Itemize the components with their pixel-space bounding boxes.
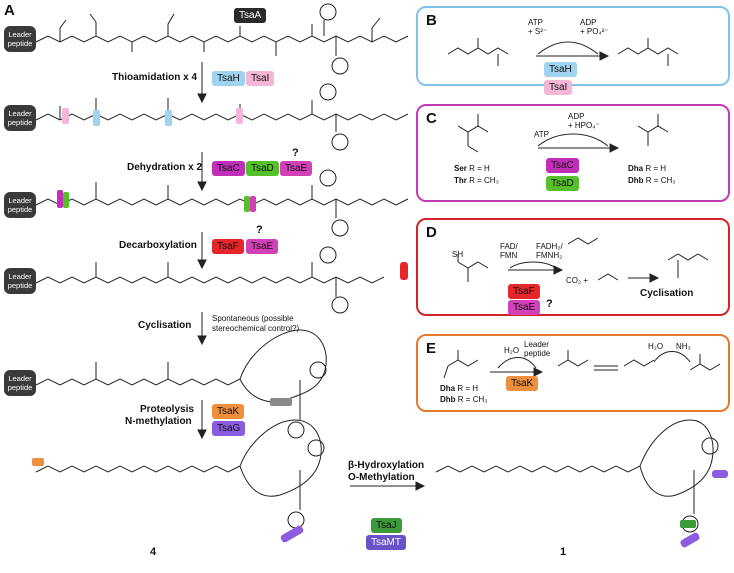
enzyme-tsak-b: TsaK bbox=[506, 376, 539, 391]
enzyme-tsai-b: TsaI bbox=[544, 80, 573, 95]
step-decarboxylation: Decarboxylation bbox=[119, 240, 197, 251]
panel-label-d: D bbox=[426, 224, 437, 241]
enzyme-tsac-b: TsaC bbox=[546, 158, 579, 173]
enzyme-tsamt: TsaMT bbox=[366, 535, 406, 550]
peptide-backbone-5 bbox=[35, 378, 241, 386]
panel-d-fadh: FADH₂/ FMNH₂ bbox=[536, 242, 563, 260]
panel-e-h2o: H₂O bbox=[504, 346, 520, 355]
step-thioamidation: Thioamidation x 4 bbox=[112, 72, 198, 83]
panel-e-reaction bbox=[443, 350, 721, 379]
question-mark-1: ? bbox=[292, 147, 299, 159]
panel-d-fad: FAD/ FMN bbox=[500, 242, 518, 260]
panel-c-reaction bbox=[457, 114, 669, 153]
step-dehydration: Dehydration x 2 bbox=[127, 162, 203, 173]
panel-c: C ATP ADP + HPO₄⁻ Ser R = H Thr R = CH₃ … bbox=[416, 104, 730, 202]
enzyme-tsac-a: TsaC bbox=[212, 161, 245, 176]
panel-label-b: B bbox=[426, 12, 437, 29]
panel-d-reaction bbox=[457, 237, 709, 283]
peptide-backbone-1 bbox=[35, 35, 409, 43]
step-n-methylation: N-methylation bbox=[125, 416, 192, 427]
enzyme-tsah-a: TsaH bbox=[212, 71, 245, 86]
enzyme-tsae-c: TsaE bbox=[508, 300, 541, 315]
panel-c-dha: Dha R = H bbox=[628, 164, 667, 173]
panel-label-a: A bbox=[4, 2, 15, 19]
panel-e-dhb: Dhb R = CH₃ bbox=[440, 395, 488, 404]
panel-e-nh3: NH₃ bbox=[676, 342, 691, 351]
panel-c-thr: Thr R = CH₃ bbox=[454, 176, 499, 185]
peptide-backbone-4 bbox=[35, 276, 385, 284]
panel-e-leader: Leader peptide bbox=[524, 340, 551, 358]
enzyme-tsad-a: TsaD bbox=[246, 161, 279, 176]
peptide-backbone-6 bbox=[35, 465, 241, 473]
cyclisation-note-2: stereochemical control?) bbox=[212, 324, 300, 333]
enzyme-tsaf-a: TsaF bbox=[212, 239, 244, 254]
panel-b-reaction bbox=[447, 38, 679, 66]
enzyme-tsak-a: TsaK bbox=[212, 404, 245, 419]
panel-c-ser: Ser R = H bbox=[454, 164, 490, 173]
enzyme-tsaa: TsaA bbox=[234, 8, 267, 23]
peptide-backbone-2 bbox=[35, 113, 409, 121]
step-o-methylation: O-Methylation bbox=[348, 472, 415, 483]
panel-c-atp: ATP bbox=[534, 130, 549, 139]
panel-c-dhb: Dhb R = CH₃ bbox=[628, 176, 676, 185]
panel-c-products: ADP + HPO₄⁻ bbox=[568, 112, 600, 130]
question-mark-3: ? bbox=[546, 298, 553, 310]
compound-1-label: 1 bbox=[560, 546, 567, 558]
cyclisation-note-1: Spontaneous (possible bbox=[212, 314, 294, 323]
step-hydroxylation: β-Hydroxylation bbox=[348, 460, 425, 471]
peptide-backbone-3 bbox=[35, 198, 409, 206]
step-cyclisation: Cyclisation bbox=[138, 320, 192, 331]
step-proteolysis: Proteolysis bbox=[140, 404, 194, 415]
panel-b-products: ADP + PO₄²⁻ bbox=[580, 18, 609, 36]
panel-e-dha: Dha R = H bbox=[440, 384, 479, 393]
panel-b: B ATP + S²⁻ ADP + PO₄²⁻ TsaH TsaI bbox=[416, 6, 730, 95]
panel-d: D SH FAD/ FMN FADH₂/ FMNH₂ CO₂ + TsaF Ts… bbox=[416, 218, 730, 316]
enzyme-tsad-b: TsaD bbox=[546, 176, 579, 191]
panel-e-h2o-2: H₂O bbox=[648, 342, 664, 351]
enzyme-tsae-b: TsaE bbox=[246, 239, 279, 254]
panel-label-e: E bbox=[426, 340, 437, 357]
panel-label-c: C bbox=[426, 110, 437, 127]
question-mark-2: ? bbox=[256, 224, 263, 236]
peptide-backbone-7 bbox=[435, 465, 641, 473]
enzyme-tsag: TsaG bbox=[212, 421, 246, 436]
enzyme-tsai-a: TsaI bbox=[246, 71, 275, 86]
panel-d-cyclisation: Cyclisation bbox=[640, 288, 694, 299]
compound-4-label: 4 bbox=[150, 546, 157, 558]
panel-d-co2: CO₂ + bbox=[566, 276, 588, 285]
panel-e: E H₂O Leader peptide H₂O NH₃ TsaK Dha R … bbox=[416, 334, 730, 412]
enzyme-tsae-a: TsaE bbox=[280, 161, 313, 176]
enzyme-tsah-b: TsaH bbox=[544, 62, 577, 77]
enzyme-tsaj: TsaJ bbox=[371, 518, 402, 533]
enzyme-tsaf-b: TsaF bbox=[508, 284, 540, 299]
panel-b-reagents: ATP + S²⁻ bbox=[528, 18, 548, 36]
